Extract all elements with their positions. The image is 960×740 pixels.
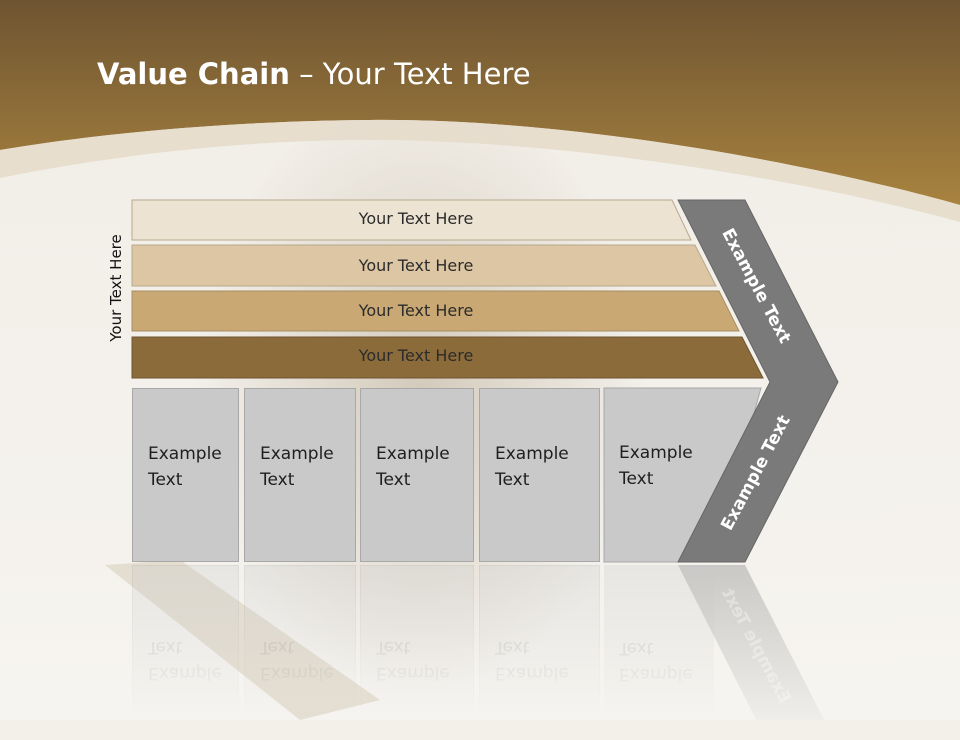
- box-2-reflection-line-1: Example: [260, 663, 334, 683]
- support-bar-label-4: Your Text Here: [358, 346, 474, 365]
- support-bar-2: [131, 244, 717, 287]
- primary-box-5: Example Text: [604, 388, 714, 562]
- primary-box-2: Example Text: [244, 388, 356, 562]
- title-bold: Value Chain: [97, 57, 290, 91]
- header-band: [0, 0, 960, 205]
- support-bar-label-1: Your Text Here: [358, 209, 474, 228]
- box-2-line-2: Text: [260, 470, 295, 490]
- box-4-line-1: Example: [495, 444, 569, 464]
- box-3-line-2: Text: [376, 470, 411, 490]
- value-chain-shapes: [131, 199, 839, 720]
- slide-title: Value Chain – Your Text Here: [97, 54, 531, 94]
- box-5-line-1: Example: [619, 443, 693, 463]
- box-4-line-2: Text: [495, 470, 530, 490]
- primary-box-3: Example Text: [360, 388, 474, 562]
- box-1-reflection: Example Text: [132, 565, 239, 720]
- box-2-reflection-line-2: Text: [260, 637, 295, 657]
- box-3-line-1: Example: [376, 444, 450, 464]
- box-5-reflection-line-1: Example: [619, 664, 693, 684]
- box-2-line-1: Example: [260, 444, 334, 464]
- box-1-reflection-line-1: Example: [148, 663, 222, 683]
- support-bar-3: [131, 290, 740, 332]
- box-4-reflection-line-2: Text: [495, 637, 530, 657]
- box-5-reflection-line-2: Text: [619, 638, 654, 658]
- header-swoosh: [0, 119, 960, 222]
- box-5-line-2: Text: [619, 469, 654, 489]
- chevron-arrow: [677, 199, 839, 563]
- support-bar-4: [131, 336, 764, 379]
- title-rest: – Your Text Here: [289, 57, 531, 91]
- box-3-reflection: Example Text: [360, 565, 474, 720]
- box-1-reflection-line-2: Text: [148, 637, 183, 657]
- primary-box-4: Example Text: [479, 388, 600, 562]
- box-1-line-1: Example: [148, 444, 222, 464]
- primary-box-1: Example Text: [132, 388, 239, 562]
- support-bar-label-3: Your Text Here: [358, 301, 474, 320]
- support-bar-1: [131, 199, 692, 241]
- box-3-reflection-line-2: Text: [376, 637, 411, 657]
- support-bar-label-2: Your Text Here: [358, 256, 474, 275]
- box-4-reflection-line-1: Example: [495, 663, 569, 683]
- box-1-line-2: Text: [148, 470, 183, 490]
- slide: Value Chain – Your Text Here Your Text H…: [0, 0, 960, 720]
- chevron-reflection: [678, 565, 825, 720]
- box-4-reflection: Example Text: [479, 565, 600, 720]
- background-branch-shape: [105, 560, 380, 720]
- box-3-reflection-line-1: Example: [376, 663, 450, 683]
- box-2-reflection: Example Text: [244, 565, 356, 720]
- box-5-reflection: Example Text: [604, 565, 714, 720]
